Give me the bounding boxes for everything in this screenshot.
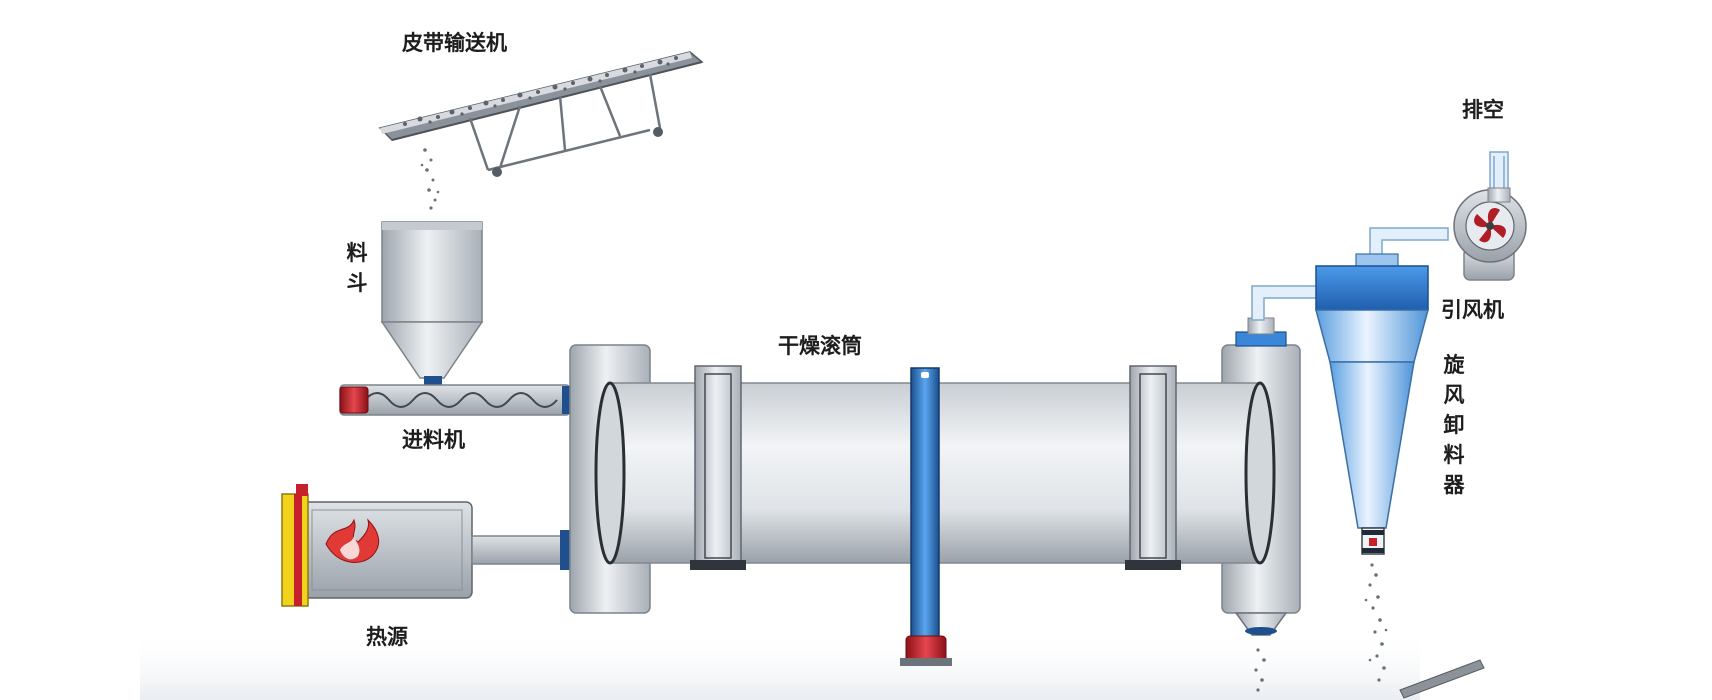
belt-conveyor-label: 皮带输送机 xyxy=(402,31,507,55)
rotary-drum xyxy=(569,317,1301,692)
heat-source-label: 热源 xyxy=(366,625,408,649)
riding-ring-left xyxy=(694,365,742,567)
feeder-label: 进料机 xyxy=(402,428,465,452)
drive-gear-band xyxy=(910,367,940,645)
hopper xyxy=(380,221,484,386)
riding-ring-right xyxy=(1129,365,1177,567)
exhaust-label: 排空 xyxy=(1462,98,1504,122)
cyclone-label: 旋风卸料器 xyxy=(1443,353,1465,497)
induced-draft-fan xyxy=(1453,187,1527,281)
screw-feeder xyxy=(339,384,574,416)
heat-source xyxy=(281,484,570,607)
cyclone-separator xyxy=(1315,253,1485,699)
fan-label: 引风机 xyxy=(1441,298,1504,322)
hopper-label: 料斗 xyxy=(346,241,368,295)
drum-label: 干燥滚筒 xyxy=(778,334,862,358)
belt-conveyor xyxy=(378,51,704,210)
floor-shade xyxy=(140,630,1420,700)
fan-blade-icon xyxy=(1474,207,1506,243)
